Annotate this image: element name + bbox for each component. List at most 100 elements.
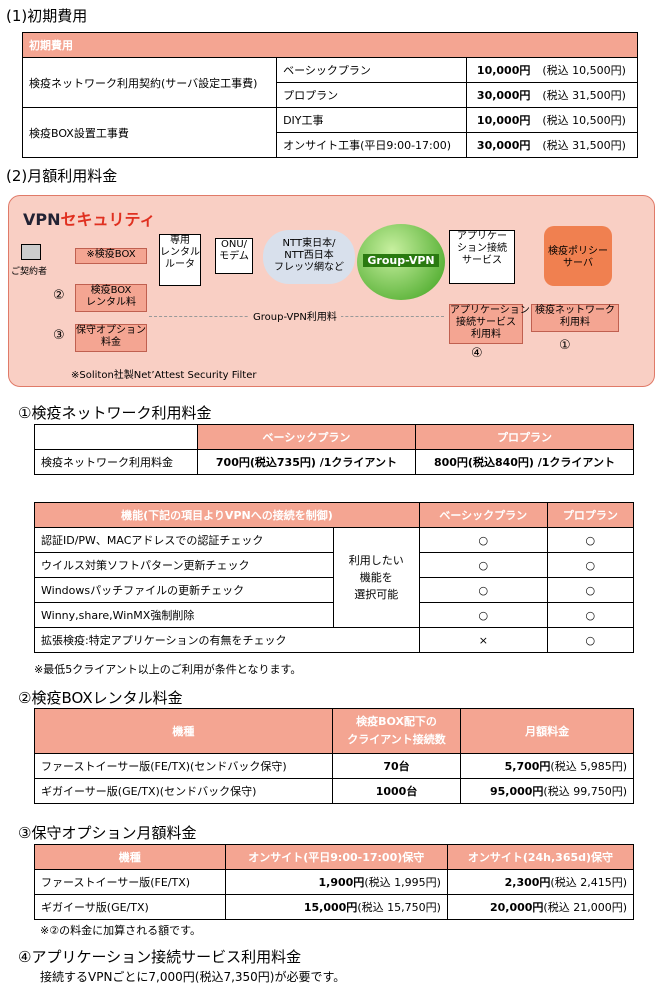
mark: ○	[418, 552, 548, 578]
blank-header	[34, 424, 198, 450]
table-cell: 拡張検疫:特定アプリケーションの有無をチェック	[34, 627, 420, 653]
onu-modem: ONU/ モデム	[215, 238, 253, 274]
maintenance-table: 機種オンサイト(平日9:00-17:00)保守オンサイト(24h,365d)保守…	[34, 844, 635, 920]
tax: (税込 31,500円)	[536, 82, 639, 108]
table-cell: オンサイト工事(平日9:00-17:00)	[276, 132, 468, 158]
tax: (税込 21,000円)	[543, 901, 627, 914]
tag-box-rental: 検疫BOX レンタル料	[75, 284, 147, 312]
tag-app-fee: アプリケーション 接続サービス 利用料	[449, 304, 530, 344]
mark: ○	[546, 627, 635, 653]
mark: ○	[418, 602, 548, 628]
table-cell: ファーストイーサー版(FE/TX)(センドバック保守)	[34, 753, 333, 779]
pro-header: プロプラン	[546, 502, 635, 528]
section-network-fee-title: ①検疫ネットワーク利用料金	[18, 404, 212, 422]
section-app-fee-title: ④アプリケーション接続サービス利用料金	[18, 948, 302, 966]
table-cell: 認証ID/PW、MACアドレスでの認証チェック	[34, 527, 334, 553]
table-cell: ギガイーサー版(GE/TX)(センドバック保守)	[34, 778, 333, 804]
network-diagram: VPNセキュリティ ご契約者 ※検疫BOX 専用 レンタル ルータ ONU/ モ…	[8, 195, 655, 387]
price: 15,000円	[303, 901, 358, 914]
mark: ○	[546, 527, 635, 553]
client-label: ご契約者	[11, 267, 48, 277]
maintenance-note: ※②の料金に加算される額です。	[40, 924, 201, 937]
marker-3: ③	[53, 328, 65, 343]
table-cell: 検疫ネットワーク利用契約(サーバ設定工事費)	[21, 57, 278, 108]
basic-header: ベーシックプラン	[418, 502, 548, 528]
table-cell: Winny,share,WinMX強制削除	[34, 602, 334, 628]
price: 2,300円	[504, 876, 551, 889]
function-header: 機能(下記の項目よりVPNへの接続を制御)	[34, 502, 420, 528]
price: 20,000円	[489, 901, 544, 914]
policy-server: 検疫ポリシー サーバ	[544, 226, 612, 286]
count: 70台	[383, 760, 410, 773]
table-cell: ウイルス対策ソフトパターン更新チェック	[34, 552, 334, 578]
ntt-cloud: NTT東日本/ NTT西日本 フレッツ網など	[263, 230, 355, 284]
tax: (税込 10,500円)	[536, 57, 639, 83]
tax: (税込 1,995円)	[364, 876, 441, 889]
table-cell: ベーシックプラン	[276, 57, 468, 83]
initial-fee-header: 初期費用	[22, 32, 638, 58]
monthly-header: 月額料金	[460, 708, 634, 754]
pc-icon	[21, 244, 41, 260]
mark: ○	[418, 527, 548, 553]
table-cell: ファーストイーサー版(FE/TX)	[34, 869, 226, 895]
model-header: 機種	[34, 708, 333, 754]
mark: ○	[546, 602, 635, 628]
tax: (税込 2,415円)	[550, 876, 627, 889]
tag-network-fee: 検疫ネットワーク 利用料	[531, 304, 619, 332]
pro-price: 800円(税込840円) /1クライアント	[433, 456, 615, 469]
mark: ○	[418, 577, 548, 603]
box-rental-table: 機種検疫BOX配下の クライアント接続数月額料金 ファーストイーサー版(FE/T…	[34, 708, 634, 804]
price: 10,000円	[476, 114, 531, 127]
table-cell: ギガイーサ版(GE/TX)	[34, 894, 226, 920]
marker-4: ④	[471, 346, 483, 361]
tax: (税込 99,750円)	[543, 785, 627, 798]
mark: ○	[546, 552, 635, 578]
clients-header: 検疫BOX配下の クライアント接続数	[331, 708, 462, 754]
table-cell: Windowsパッチファイルの更新チェック	[34, 577, 334, 603]
price: 1,900円	[318, 876, 365, 889]
group-vpn-label: Group-VPN	[363, 254, 439, 267]
logo-vpn: VPN	[23, 210, 61, 229]
function-table: 機能(下記の項目よりVPNへの接続を制御)ベーシックプランプロプラン 認証ID/…	[34, 502, 635, 653]
basic-price: 700円(税込735円) /1クライアント	[215, 456, 397, 469]
mark: ○	[546, 577, 635, 603]
tag-maintenance: 保守オプション 料金	[75, 324, 147, 352]
diagram-footnote: ※Soliton社製Net’Attest Security Filter	[71, 370, 257, 381]
network-fee-table: ベーシックプランプロプラン 検疫ネットワーク利用料金 700円(税込735円) /…	[34, 424, 635, 475]
vpn-fee-label: Group-VPN利用料	[249, 308, 341, 323]
app-fee-text: 接続するVPNごとに7,000円(税込7,350円)が必要です。	[40, 970, 346, 984]
model-header: 機種	[34, 844, 226, 870]
table-cell: DIY工事	[276, 107, 468, 133]
section-monthly-title: (2)月額利用料金	[6, 167, 118, 185]
initial-fee-table: 初期費用 検疫ネットワーク利用契約(サーバ設定工事費) ベーシックプラン 10,…	[21, 32, 639, 158]
app-service: アプリケー ション接続 サービス	[449, 230, 515, 284]
tax: (税込 31,500円)	[536, 132, 639, 158]
marker-1: ①	[559, 338, 571, 353]
count: 1000台	[375, 785, 418, 798]
tax: (税込 10,500円)	[536, 107, 639, 133]
table-cell: 検疫ネットワーク利用料金	[34, 449, 198, 475]
price: 30,000円	[476, 89, 531, 102]
quarantine-box: ※検疫BOX	[75, 248, 147, 264]
tax: (税込 5,985円)	[550, 760, 627, 773]
price: 10,000円	[476, 64, 531, 77]
logo: VPNセキュリティ	[23, 206, 156, 230]
onsite-day-header: オンサイト(平日9:00-17:00)保守	[224, 844, 448, 870]
price: 30,000円	[476, 139, 531, 152]
table-cell: 検疫BOX設置工事費	[21, 107, 278, 158]
section-box-rental-title: ②検疫BOXレンタル料金	[18, 689, 183, 707]
table-cell: プロプラン	[276, 82, 468, 108]
function-note: ※最低5クライアント以上のご利用が条件となります。	[34, 663, 302, 676]
marker-2: ②	[53, 288, 65, 303]
mark: ×	[418, 627, 548, 653]
price: 95,000円	[489, 785, 544, 798]
pro-header: プロプラン	[414, 424, 635, 450]
rental-router: 専用 レンタル ルータ	[159, 234, 201, 286]
section-initial-title: (1)初期費用	[6, 7, 88, 25]
basic-header: ベーシックプラン	[196, 424, 416, 450]
tax: (税込 15,750円)	[357, 901, 441, 914]
logo-security: セキュリティ	[60, 210, 156, 229]
section-maintenance-title: ③保守オプション月額料金	[18, 824, 197, 842]
price: 5,700円	[504, 760, 551, 773]
